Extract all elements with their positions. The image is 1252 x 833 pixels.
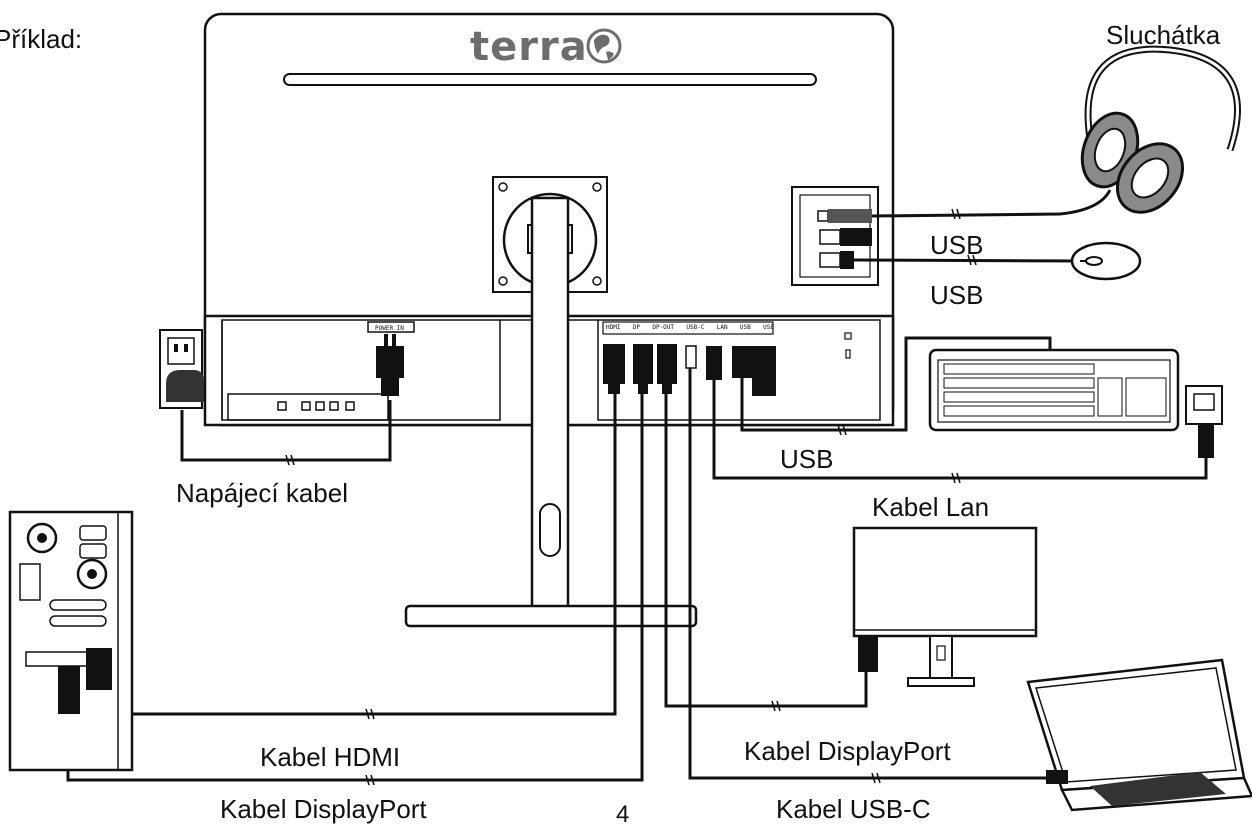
port-label-hdmi: HDMI xyxy=(606,324,621,331)
port-label-dp-out: DP-OUT xyxy=(652,324,675,331)
terra-logo: terra xyxy=(470,24,622,70)
port-label-strip: HDMI DP DP-OUT USB-C LAN USB USB xyxy=(606,323,774,333)
wall-socket xyxy=(159,329,204,409)
brand-text: terra xyxy=(470,24,588,70)
usb-mouse-label: USB xyxy=(930,230,984,260)
port-label-usbc: USB-C xyxy=(686,324,705,331)
port-label-dp: DP xyxy=(632,324,641,331)
port-label-lan: LAN xyxy=(716,324,728,331)
power-cable xyxy=(180,400,392,462)
port-label-usb-1: USB xyxy=(739,324,751,331)
keyboard xyxy=(928,348,1180,432)
power-cable-label: Napájecí kabel xyxy=(176,478,348,508)
example-label: Příklad: xyxy=(0,24,83,54)
displayport-pc-label: Kabel DisplayPort xyxy=(220,794,427,824)
cable-break-marks xyxy=(285,208,977,786)
hdmi-cable-label: Kabel HDMI xyxy=(260,742,401,772)
video-cables xyxy=(66,336,1208,782)
monitor-stand xyxy=(404,196,698,628)
headphones xyxy=(871,45,1241,218)
side-port-panel xyxy=(791,186,879,286)
pc-tower xyxy=(8,510,134,772)
usbc-cable-label: Kabel USB-C xyxy=(776,794,931,824)
displayport-monitor-label: Kabel DisplayPort xyxy=(744,736,951,766)
power-plug xyxy=(376,334,404,396)
svg-text:POWER IN: POWER IN xyxy=(375,325,404,332)
osd-buttons xyxy=(277,401,355,411)
lan-cable-label: Kabel Lan xyxy=(872,492,990,522)
usb-keyboard-label: USB xyxy=(780,444,834,474)
usb-second-label: USB xyxy=(930,280,984,310)
rear-port-plugs xyxy=(603,344,776,396)
laptop xyxy=(1026,658,1252,812)
lan-socket xyxy=(1185,385,1223,458)
port-label-usb-2: USB xyxy=(763,324,774,331)
second-monitor xyxy=(852,526,1038,687)
mouse xyxy=(853,241,1142,281)
headphones-label: Sluchátka xyxy=(1106,20,1221,50)
page-number: 4 xyxy=(616,801,630,828)
